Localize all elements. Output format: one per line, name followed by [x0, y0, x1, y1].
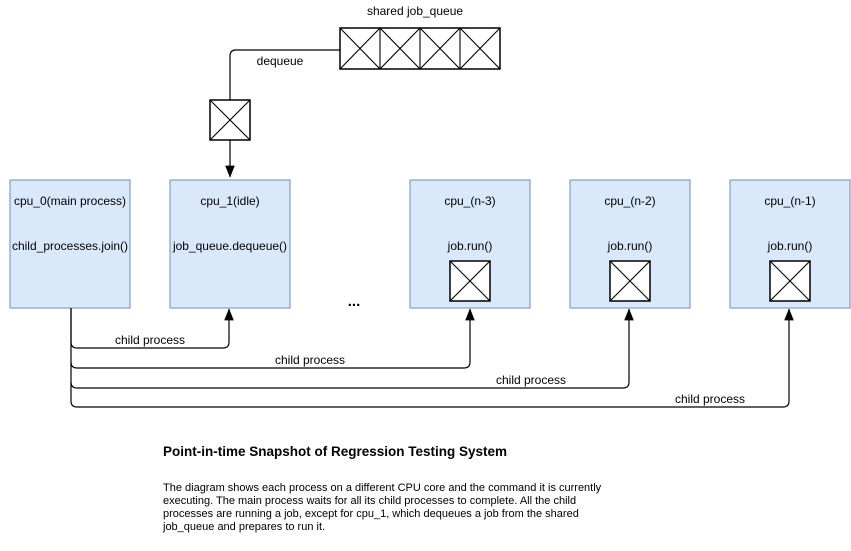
caption-line-4: job_queue and prepares to run it. [163, 521, 326, 533]
caption-line-2: executing. The main process waits for al… [163, 495, 577, 507]
cpu-box-0: cpu_0(main process) child_processes.join… [9, 179, 131, 309]
queue-cell-x-2 [379, 27, 421, 70]
cpu-command: job.run() [607, 239, 653, 253]
cpu-title: cpu_0(main process) [14, 194, 126, 208]
cpu-title: cpu_(n-3) [444, 194, 495, 208]
cpu-title: cpu_1(idle) [200, 194, 259, 208]
caption-title: Point-in-time Snapshot of Regression Tes… [163, 444, 508, 459]
caption-line-3: processes are running a job, except for … [163, 508, 579, 520]
cpu-command: job.run() [767, 239, 813, 253]
caption-block: Point-in-time Snapshot of Regression Tes… [163, 444, 601, 534]
shared-job-queue [339, 27, 501, 70]
child-process-edge-cpu-n2 [70, 308, 634, 389]
queue-cell-x-4 [459, 27, 501, 70]
cpu-command: job.run() [447, 239, 493, 253]
job-slot [449, 260, 491, 302]
child-process-label-2: child process [275, 353, 345, 367]
cpu-command: job_queue.dequeue() [172, 239, 287, 253]
queue-cell-x-3 [419, 27, 461, 70]
cpu-box-2: cpu_(n-3) job.run() [409, 179, 531, 309]
child-process-label-3: child process [496, 373, 566, 387]
dequeue-edge-label: dequeue [257, 54, 304, 68]
cpu-command: child_processes.join() [12, 239, 128, 253]
dequeue-edge [229, 49, 340, 100]
child-process-edge-cpu-n3 [70, 308, 475, 369]
caption-body: The diagram shows each process on a diff… [163, 482, 601, 534]
dequeued-job-box [209, 99, 251, 141]
queue-cell-x-1 [339, 27, 381, 70]
cpu-title: cpu_(n-2) [604, 194, 655, 208]
caption-line-1: The diagram shows each process on a diff… [163, 482, 602, 494]
child-process-label-4: child process [675, 392, 745, 406]
cpu-box-4: cpu_(n-1) job.run() [729, 179, 851, 309]
queue-cell-dividers [379, 28, 461, 69]
cpu-box-3: cpu_(n-2) job.run() [569, 179, 691, 309]
cpu-box-1: cpu_1(idle) job_queue.dequeue() [169, 179, 291, 309]
job-slot [769, 260, 811, 302]
child-process-edge-cpu-n1 [70, 308, 794, 408]
job-slot [609, 260, 651, 302]
cpu-ellipsis: ... [348, 293, 361, 310]
shared-job-queue-label: shared job_queue [367, 4, 463, 18]
cpu-title: cpu_(n-1) [764, 194, 815, 208]
child-process-label-1: child process [115, 333, 185, 347]
